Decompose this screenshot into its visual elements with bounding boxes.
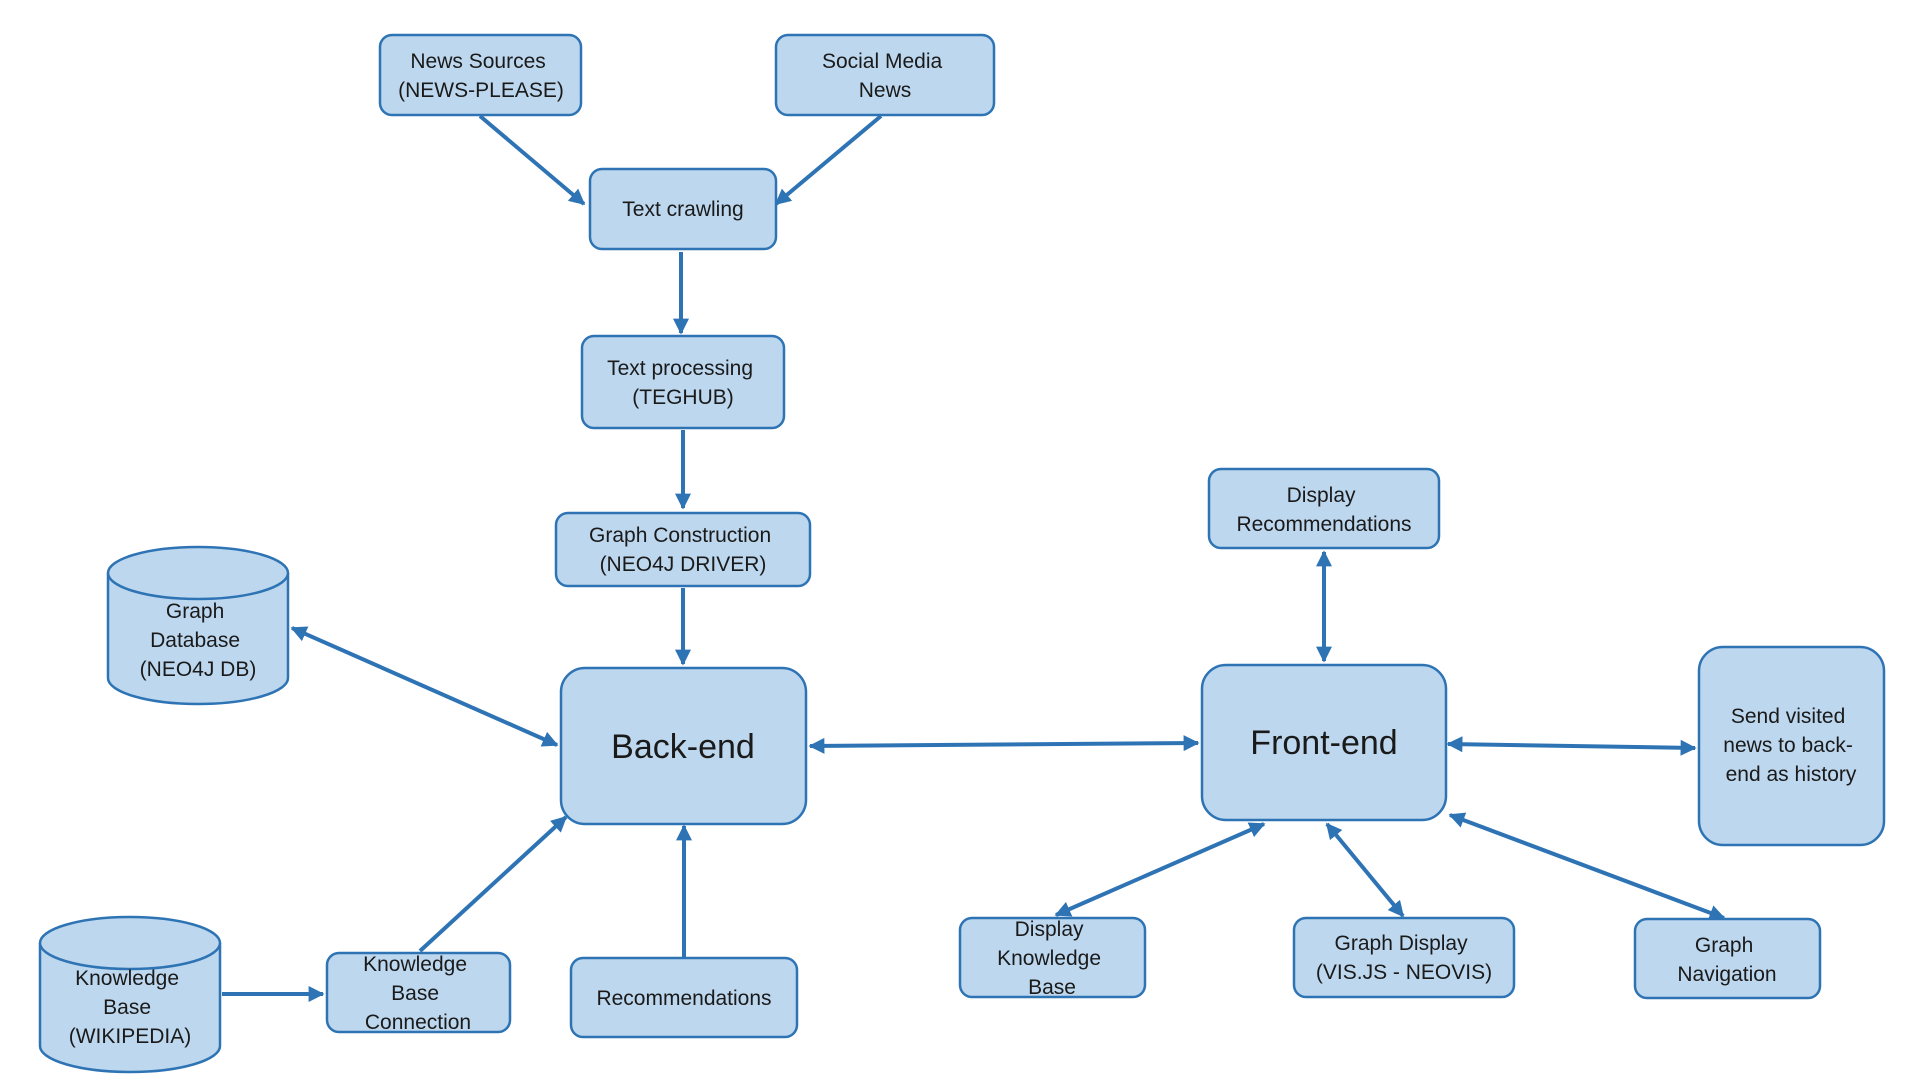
edge-send-visited-front-end: [1446, 736, 1697, 756]
node-label-line: end as history: [1726, 763, 1857, 786]
node-label-line: (NEO4J DB): [140, 658, 257, 681]
node-label-line: Navigation: [1677, 963, 1776, 986]
svg-text:Graph Database: Graph Database (NEO4J DB): [140, 600, 257, 681]
node-label-line: Recommendations: [1236, 513, 1411, 536]
node-graph-database: Graph Database (NEO4J DB): [106, 545, 290, 706]
node-label-line: News: [859, 79, 912, 102]
node-news-sources: News Sources (NEWS-PLEASE): [378, 33, 583, 117]
node-back-end: Back-end: [559, 666, 808, 826]
edge-graph-display-front-end: [1325, 822, 1405, 918]
svg-text:Graph Navigation: Graph Navigation: [1677, 934, 1776, 986]
edge-kb-connection-to-back-end: [418, 815, 568, 953]
edge-display-kb-front-end: [1054, 822, 1266, 917]
svg-text:Send visited news to b: Send visited news to back- end as histor…: [1723, 705, 1858, 786]
node-label-line: Knowledge: [363, 953, 467, 976]
node-label-line: Back-end: [611, 728, 755, 766]
node-knowledge-base-connection: Knowledge Base Connection: [325, 951, 512, 1034]
node-label-line: Graph Display: [1335, 932, 1469, 955]
edge-social-media-to-text-crawling: [774, 114, 883, 206]
nodes: News Sources (NEWS-PLEASE) Social Media …: [38, 33, 1886, 1074]
edges: [222, 114, 1726, 1002]
node-display-recommendations: Display Recommendations: [1207, 467, 1441, 550]
svg-text:Text crawling: Text crawling: [622, 198, 743, 221]
node-label-line: Base: [391, 982, 439, 1005]
node-knowledge-base: Knowledge Base (WIKIPEDIA): [38, 915, 222, 1074]
node-label-line: News Sources: [410, 50, 545, 73]
node-graph-navigation: Graph Navigation: [1633, 917, 1822, 1000]
node-label-line: Recommendations: [596, 987, 771, 1010]
svg-text:News Sources (NEWS-PLE: News Sources (NEWS-PLEASE): [398, 50, 564, 102]
node-label-line: (WIKIPEDIA): [69, 1025, 192, 1048]
svg-text:Graph Display (VIS.JS: Graph Display (VIS.JS - NEOVIS): [1316, 932, 1492, 984]
node-label-line: Text processing: [607, 357, 753, 380]
svg-text:Text processing (TEGHU: Text processing (TEGHUB): [607, 357, 759, 409]
svg-text:Knowledge Base: Knowledge Base Connection: [363, 953, 473, 1034]
node-text-crawling: Text crawling: [588, 167, 778, 251]
edge-news-sources-to-text-crawling: [478, 114, 586, 206]
node-label-line: Base: [1028, 976, 1076, 999]
node-label-line: Social Media: [822, 50, 943, 73]
node-label-line: Database: [150, 629, 240, 652]
node-label-line: Send visited: [1731, 705, 1845, 728]
node-label-line: Display: [1287, 484, 1356, 507]
node-label-line: (NEWS-PLEASE): [398, 79, 564, 102]
node-label-line: Display: [1015, 918, 1084, 941]
node-recommendations: Recommendations: [569, 956, 799, 1039]
node-text-processing: Text processing (TEGHUB): [580, 334, 786, 430]
node-label-line: Graph Construction: [589, 524, 771, 547]
svg-text:Display Recommendation: Display Recommendations: [1236, 484, 1411, 536]
svg-text:Knowledge Base: Knowledge Base (WIKIPEDIA): [69, 967, 192, 1048]
node-label-line: news to back-: [1723, 734, 1853, 757]
node-send-visited-news: Send visited news to back- end as histor…: [1697, 645, 1886, 847]
svg-text:Back-end: Back-end: [611, 728, 755, 766]
svg-text:Social Media News: Social Media News: [822, 50, 948, 102]
node-label-line: Graph: [166, 600, 224, 623]
node-label-line: (VIS.JS - NEOVIS): [1316, 961, 1492, 984]
node-label-line: (NEO4J DRIVER): [600, 553, 767, 576]
edge-graph-database-back-end: [290, 626, 559, 747]
node-label-line: Connection: [365, 1011, 471, 1034]
node-label-line: Knowledge: [75, 967, 179, 990]
node-social-media-news: Social Media News: [774, 33, 996, 117]
node-label-line: Front-end: [1250, 724, 1397, 762]
node-display-knowledge-base: Display Knowledge Base: [958, 916, 1147, 999]
edge-graph-navigation-front-end: [1448, 812, 1726, 921]
edge-back-end-front-end: [808, 735, 1200, 754]
node-graph-display: Graph Display (VIS.JS - NEOVIS): [1292, 916, 1516, 999]
svg-text:Graph Construction (NE: Graph Construction (NEO4J DRIVER): [589, 524, 777, 576]
node-label-line: Text crawling: [622, 198, 743, 221]
node-label-line: (TEGHUB): [632, 386, 734, 409]
node-label-line: Graph: [1695, 934, 1753, 957]
node-graph-construction: Graph Construction (NEO4J DRIVER): [554, 511, 812, 588]
node-label-line: Knowledge: [997, 947, 1101, 970]
svg-text:Recommendations: Recommendations: [596, 987, 771, 1010]
svg-text:Front-end: Front-end: [1250, 724, 1397, 762]
node-front-end: Front-end: [1200, 663, 1448, 822]
svg-text:Display Knowledge: Display Knowledge Base: [997, 918, 1107, 999]
node-label-line: Base: [103, 996, 151, 1019]
